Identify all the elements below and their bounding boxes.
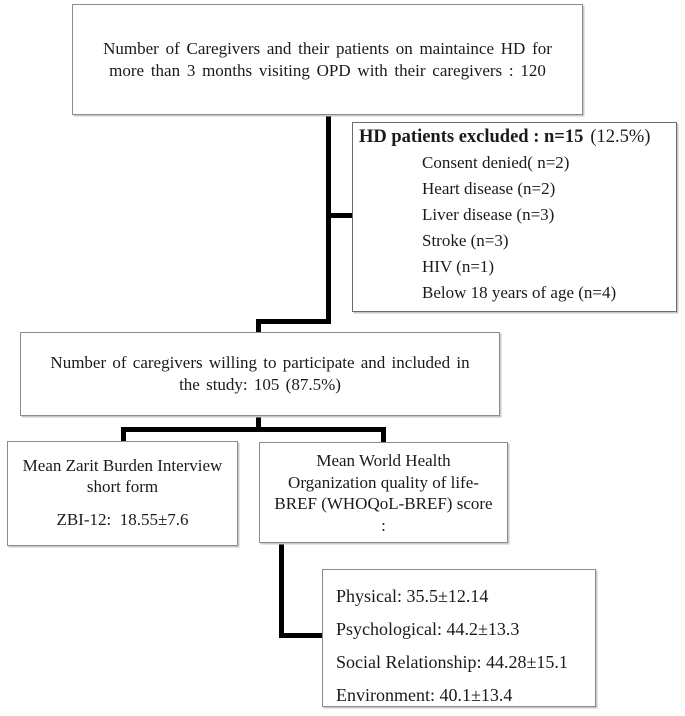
- included-caregivers-text-line2: the study: 105 (87.5%): [179, 375, 341, 394]
- excluded-reason-age: Below 18 years of age (n=4): [422, 283, 617, 302]
- excluded-title-percentage: (12.5%): [590, 127, 651, 147]
- whoqol-title-line4: :: [381, 515, 386, 535]
- whoqol-title-line1: Mean World Health: [316, 451, 451, 470]
- total-patients-box: Number of Caregivers and their patients …: [72, 4, 583, 115]
- excluded-patients-box: HD patients excluded : n=15 (12.5%) Conse…: [352, 122, 677, 312]
- domain-social: Social Relationship: 44.28±15.1: [336, 652, 568, 672]
- total-patients-text-line1: Number of Caregivers and their patients …: [103, 38, 552, 58]
- connector-elbow-horizontal: [256, 319, 331, 324]
- connector-domains-entry-horizontal: [279, 633, 323, 638]
- excluded-reason-list: Consent denied( n=2) Heart disease (n=2)…: [359, 150, 670, 306]
- domain-environment: Environment: 40.1±13.4: [336, 685, 513, 705]
- connector-included-exit-stub: [256, 416, 261, 430]
- domain-psychological: Psychological: 44.2±13.3: [336, 619, 520, 639]
- total-patients-text-line2: more than 3 months visiting OPD with the…: [109, 60, 546, 80]
- zbi-score-box: Mean Zarit Burden Interview short form Z…: [7, 441, 238, 546]
- excluded-reason-consent: Consent denied( n=2): [422, 153, 570, 172]
- connector-whoqol-to-domains-vertical: [279, 543, 284, 638]
- whoqol-title-line2: Organization quality of life-: [288, 472, 479, 492]
- connector-split-horizontal: [121, 427, 386, 432]
- excluded-reason-heart: Heart disease (n=2): [422, 179, 556, 198]
- excluded-reason-stroke: Stroke (n=3): [422, 231, 509, 250]
- connector-whoqol-stub: [381, 427, 386, 443]
- whoqol-domains-box: Physical: 35.5±12.14 Psychological: 44.2…: [322, 569, 596, 707]
- excluded-reason-liver: Liver disease (n=3): [422, 205, 555, 224]
- connector-zbi-stub: [121, 427, 126, 442]
- connector-included-entry-stub: [256, 319, 261, 333]
- excluded-title-bold: HD patients excluded : n=15: [359, 127, 584, 147]
- whoqol-score-box: Mean World Health Organization quality o…: [259, 442, 508, 543]
- excluded-title: HD patients excluded : n=15 (12.5%): [359, 125, 670, 150]
- zbi-title-line1: Mean Zarit Burden Interview: [22, 456, 223, 475]
- domain-physical: Physical: 35.5±12.14: [336, 586, 489, 606]
- included-caregivers-text-line1: Number of caregivers willing to particip…: [50, 353, 470, 372]
- included-caregivers-box: Number of caregivers willing to particip…: [20, 332, 500, 416]
- connector-excluded-branch-horizontal: [331, 213, 352, 218]
- zbi-score-value: ZBI-12: 18.55±7.6: [56, 510, 189, 529]
- whoqol-title-line3: BREF (WHOQoL-BREF) score: [274, 494, 493, 513]
- connector-top-to-included-vertical: [326, 115, 331, 324]
- zbi-title-line2: short form: [86, 477, 159, 496]
- excluded-reason-hiv: HIV (n=1): [422, 257, 495, 276]
